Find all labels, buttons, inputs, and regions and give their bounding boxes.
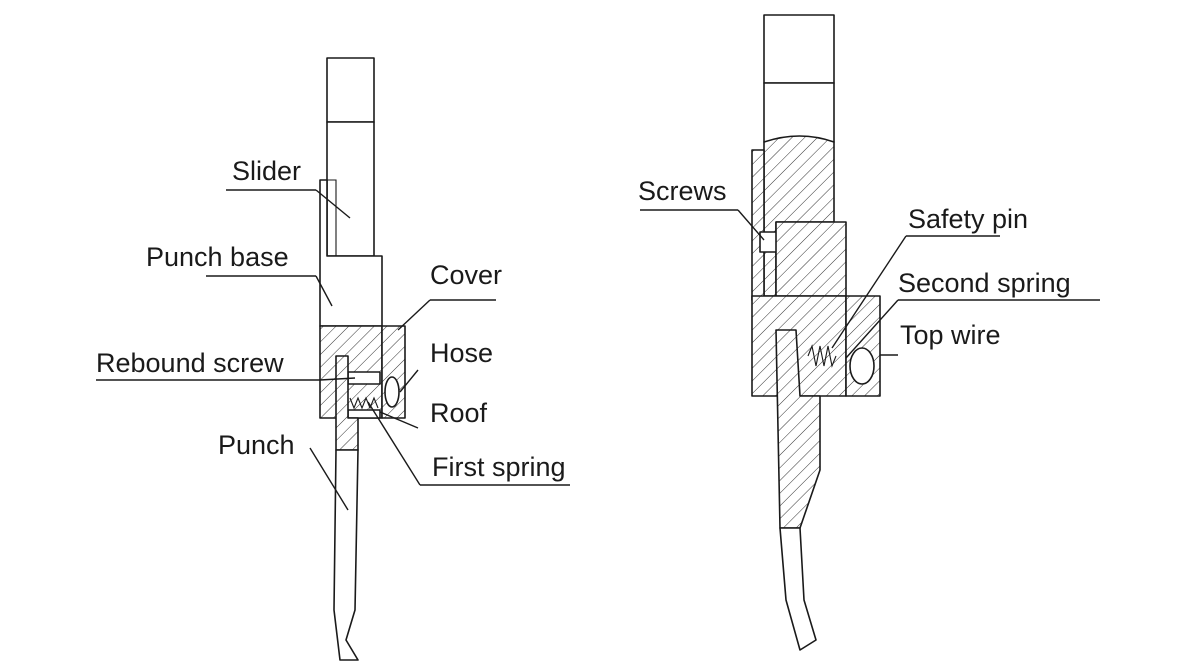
right-assembly-figure bbox=[751, 14, 881, 651]
slider-step bbox=[327, 179, 337, 256]
wedge-section bbox=[775, 221, 847, 297]
label-punch-base: Punch base bbox=[146, 242, 289, 272]
hose-part bbox=[384, 376, 400, 408]
label-first-spring: First spring bbox=[432, 452, 566, 482]
left-leader-lines bbox=[96, 189, 570, 511]
slider-top-part bbox=[763, 14, 835, 84]
label-cover: Cover bbox=[430, 260, 502, 290]
top-wire-part bbox=[849, 347, 875, 385]
slider-lower-part bbox=[326, 121, 375, 257]
right-labels: Screws Safety pin Second spring Top wire bbox=[638, 176, 1071, 350]
left-labels: Slider Punch base Cover Rebound screw Ho… bbox=[96, 156, 566, 482]
second-spring-part bbox=[807, 344, 837, 368]
label-slider: Slider bbox=[232, 156, 301, 186]
left-assembly-figure bbox=[319, 57, 406, 661]
screw-plate-part bbox=[751, 149, 765, 301]
right-leader-lines bbox=[640, 209, 1100, 359]
label-second-spring: Second spring bbox=[898, 268, 1071, 298]
label-rebound-screw: Rebound screw bbox=[96, 348, 284, 378]
first-spring-part bbox=[349, 396, 379, 410]
label-hose: Hose bbox=[430, 338, 493, 368]
punch-blade-part bbox=[779, 527, 817, 651]
label-top-wire: Top wire bbox=[900, 320, 1001, 350]
label-punch: Punch bbox=[218, 430, 295, 460]
label-screws: Screws bbox=[638, 176, 727, 206]
punch-part bbox=[333, 449, 359, 661]
label-roof: Roof bbox=[430, 398, 488, 428]
slider-part bbox=[326, 57, 375, 123]
label-safety-pin: Safety pin bbox=[908, 204, 1028, 234]
slider-middle-part bbox=[763, 82, 835, 143]
